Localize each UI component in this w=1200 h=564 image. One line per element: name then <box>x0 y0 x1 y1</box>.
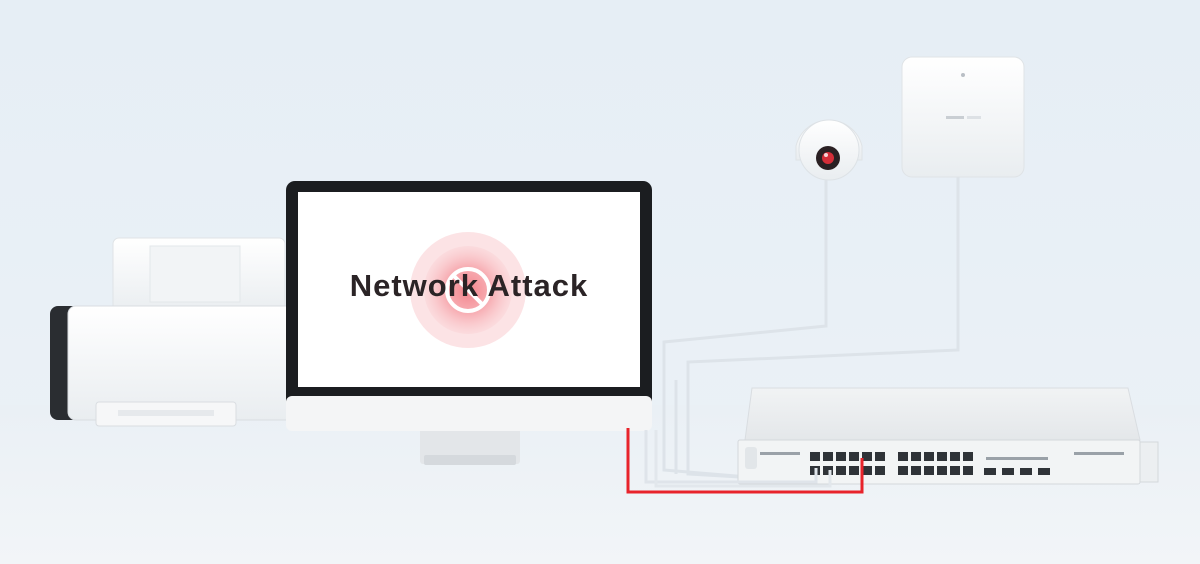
compromised-cable <box>626 428 864 494</box>
attack-pulse <box>410 232 526 348</box>
network-switch <box>737 387 1159 485</box>
screen-headline: Network Attack <box>349 268 589 303</box>
access-point <box>901 56 1025 178</box>
wall-cables <box>662 172 960 482</box>
security-camera <box>795 119 863 181</box>
printer <box>50 237 299 427</box>
prohibited-icon <box>445 267 491 313</box>
port-cables <box>626 428 864 494</box>
